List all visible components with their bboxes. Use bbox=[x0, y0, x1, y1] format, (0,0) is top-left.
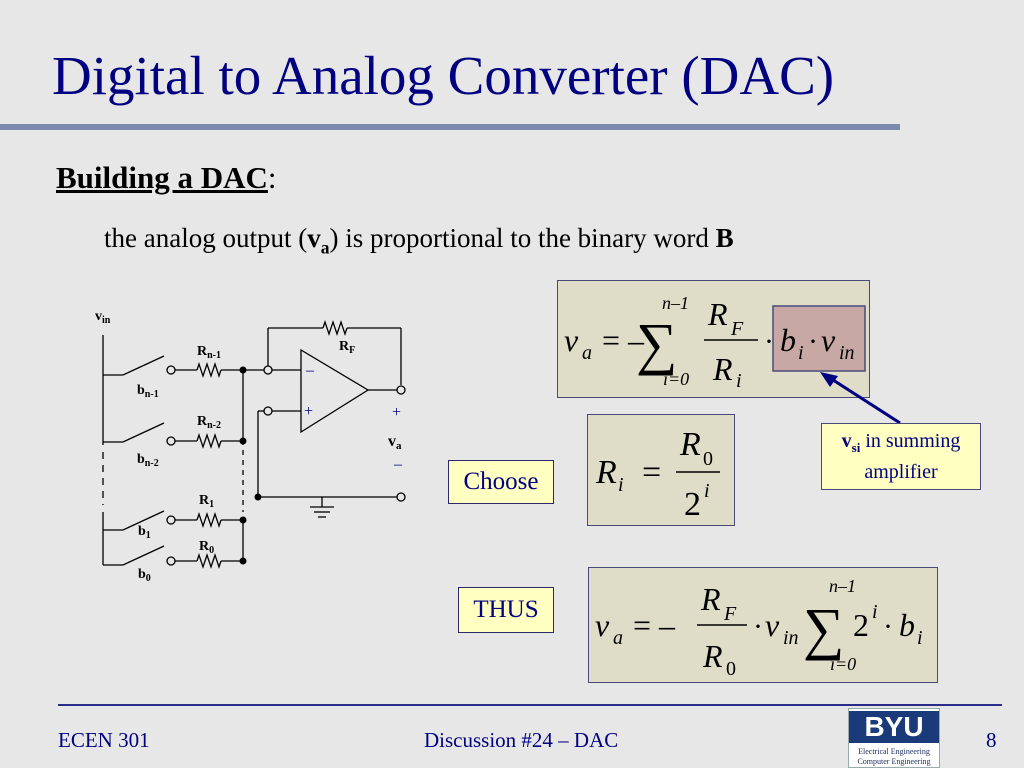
eq2-r0: R bbox=[679, 426, 701, 463]
eq1-f: F bbox=[730, 318, 744, 340]
callout-sub: si bbox=[851, 440, 861, 455]
eq3-v: v bbox=[595, 607, 610, 643]
output-plus: + bbox=[392, 404, 401, 421]
label-b1: b1 bbox=[138, 524, 151, 541]
eq3-b: b bbox=[899, 607, 915, 643]
equation-ri: R i = R 0 2 i bbox=[587, 414, 735, 526]
opamp-plus: + bbox=[304, 403, 313, 420]
desc-mid: ) is proportional to the binary word bbox=[329, 223, 716, 253]
title-underline bbox=[0, 124, 900, 130]
desc-a: a bbox=[320, 237, 330, 258]
section-heading-bold: Building a DAC bbox=[56, 160, 268, 195]
eq1-bi: i bbox=[798, 342, 804, 364]
eq3-bi: i bbox=[917, 627, 923, 649]
description-line: the analog output (va) is proportional t… bbox=[104, 223, 734, 258]
desc-pre: the analog output ( bbox=[104, 223, 308, 253]
eq2-two: 2 bbox=[684, 486, 701, 523]
footer-rule bbox=[58, 704, 1002, 706]
callout-line1: vsi in summing bbox=[822, 429, 980, 460]
eq3-rf: R bbox=[700, 581, 721, 617]
eq3-sum-top: n–1 bbox=[829, 576, 856, 596]
eq1-v: v bbox=[564, 322, 579, 358]
eq1-sum-bot: i=0 bbox=[663, 369, 689, 389]
eq1-eq: = – bbox=[602, 322, 645, 358]
eq3-sigma: ∑ bbox=[803, 596, 844, 661]
eq3-vin: v bbox=[765, 607, 780, 643]
eq1-b: b bbox=[780, 322, 796, 358]
eq1-dot2: · bbox=[808, 325, 818, 358]
footer-page-number: 8 bbox=[986, 728, 997, 752]
section-heading: Building a DAC: bbox=[56, 160, 277, 196]
eq2-r: R bbox=[595, 454, 617, 491]
label-rn1: Rn-1 bbox=[197, 344, 221, 361]
eq2-exp: i bbox=[704, 480, 710, 502]
footer-title: Discussion #24 – DAC bbox=[424, 728, 619, 752]
label-bn2: bn-2 bbox=[137, 452, 159, 469]
eq1-i: i bbox=[736, 370, 742, 392]
eq3-sum-bot: i=0 bbox=[830, 654, 856, 674]
eq1-ri: R bbox=[712, 351, 733, 387]
callout-v: v bbox=[841, 430, 852, 452]
callout-rest: in summing bbox=[860, 430, 961, 452]
eq3-eq: = – bbox=[633, 607, 676, 643]
eq1-rf: R bbox=[707, 296, 728, 332]
label-bn1: bn-1 bbox=[137, 383, 159, 400]
eq1-sigma: ∑ bbox=[636, 311, 677, 376]
eq3-a: a bbox=[613, 627, 623, 649]
choose-label: Choose bbox=[448, 460, 554, 504]
desc-v: v bbox=[307, 223, 321, 253]
equation-va-final: v a = – R F R 0 · v in n–1 ∑ i=0 2 i · b… bbox=[588, 567, 938, 683]
label-rf: RF bbox=[339, 339, 355, 356]
eq3-dot1: · bbox=[753, 610, 763, 643]
eq2-eq: = bbox=[642, 454, 661, 491]
eq3-r0: R bbox=[702, 638, 723, 674]
vsi-callout: vsi in summing amplifier bbox=[821, 423, 981, 490]
eq1-in: in bbox=[839, 342, 855, 364]
section-heading-colon: : bbox=[267, 160, 277, 195]
logo-line2: Computer Engineering bbox=[857, 757, 931, 766]
eq1-a: a bbox=[582, 342, 592, 364]
label-r1: R1 bbox=[199, 493, 214, 510]
logo-line1: Electrical Engineering bbox=[858, 747, 930, 756]
eq1-dot1: · bbox=[764, 325, 774, 358]
label-va: va bbox=[388, 433, 402, 452]
label-r0: R0 bbox=[199, 539, 214, 556]
eq3-two: 2 bbox=[853, 607, 869, 643]
thus-label: THUS bbox=[458, 587, 554, 633]
eq2-zero: 0 bbox=[703, 448, 713, 470]
output-minus: – bbox=[393, 456, 403, 473]
eq1-vin: v bbox=[821, 322, 836, 358]
eq3-f: F bbox=[723, 603, 737, 625]
logo-wordmark: BYU bbox=[849, 711, 939, 743]
equation-va-general: v a = – n–1 ∑ i=0 R F R i · b i · v in bbox=[557, 280, 870, 398]
desc-B: B bbox=[715, 223, 734, 253]
opamp-minus: – bbox=[305, 362, 315, 379]
footer-course: ECEN 301 bbox=[58, 728, 150, 752]
eq2-i: i bbox=[618, 474, 624, 496]
eq3-exp: i bbox=[872, 601, 878, 623]
callout-line2: amplifier bbox=[864, 461, 938, 483]
eq3-in: in bbox=[783, 627, 799, 649]
byu-logo: BYU Electrical Engineering Computer Engi… bbox=[848, 708, 940, 768]
eq3-dot2: · bbox=[883, 610, 893, 643]
label-b0: b0 bbox=[138, 567, 151, 584]
eq3-zero: 0 bbox=[726, 658, 736, 680]
label-rn2: Rn-2 bbox=[197, 414, 221, 431]
slide-title: Digital to Analog Converter (DAC) bbox=[52, 45, 835, 106]
vsi-highlight-box bbox=[772, 305, 866, 372]
label-vin: vin bbox=[95, 309, 111, 326]
eq1-sum-top: n–1 bbox=[662, 293, 689, 313]
